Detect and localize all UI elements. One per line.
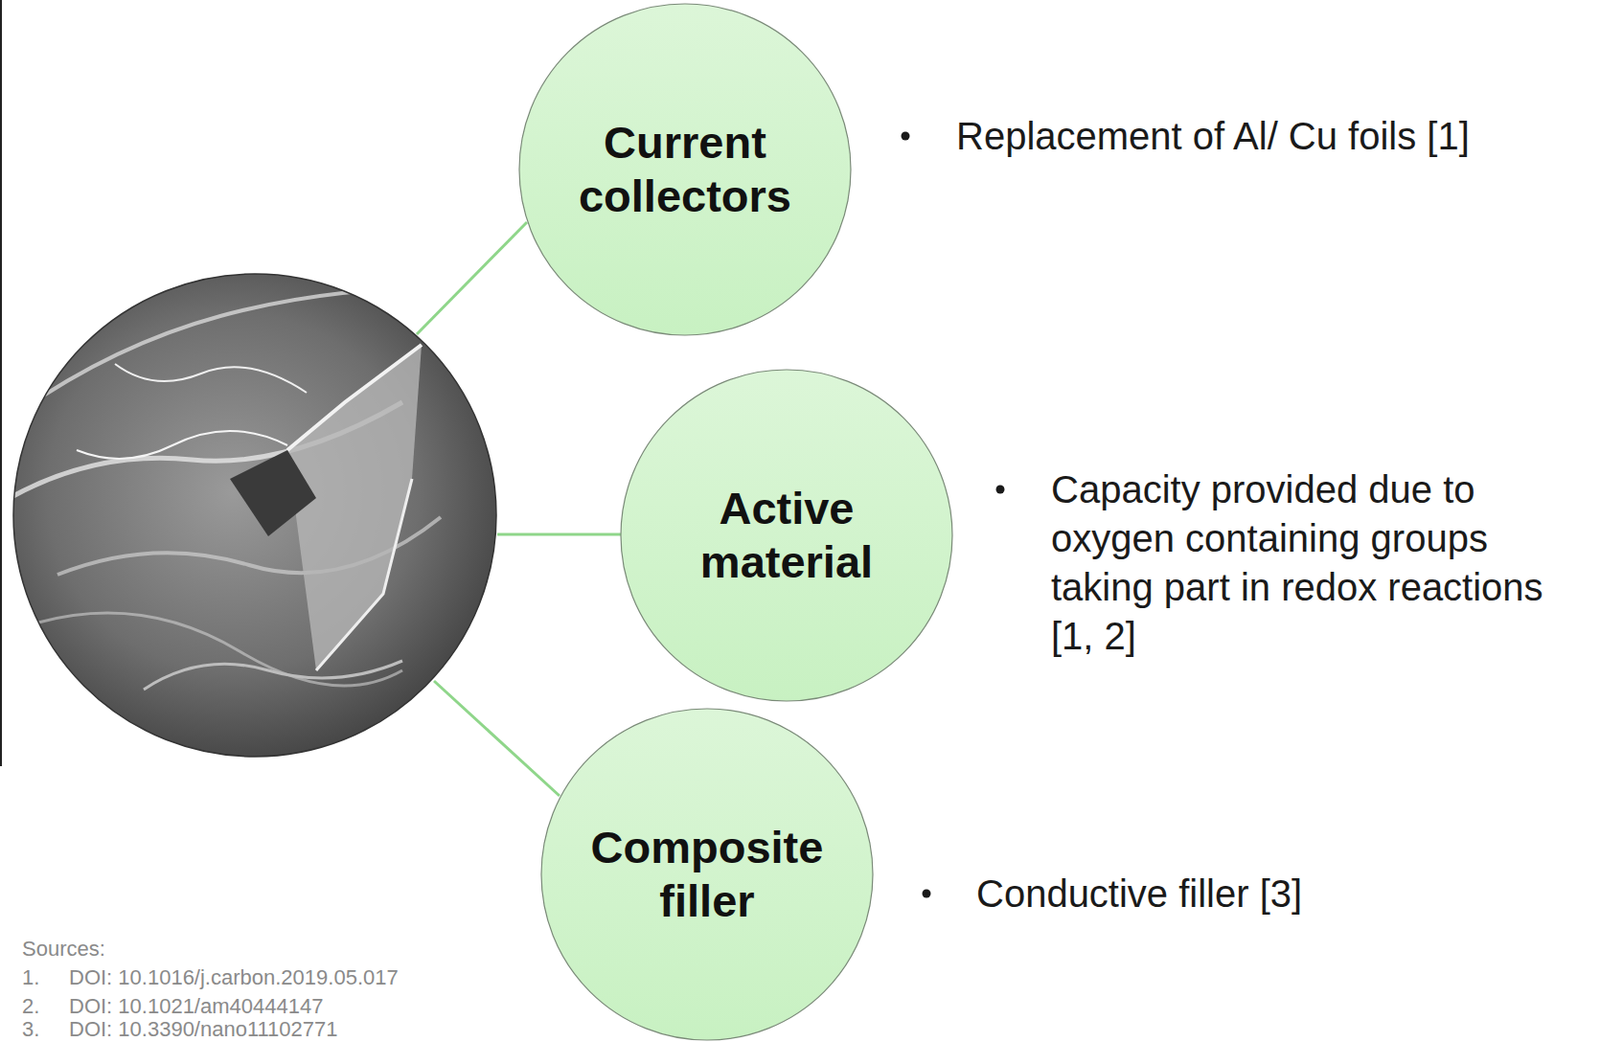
source-note: Sources: (22, 937, 310, 962)
source-note: DOI: 10.1016/j.carbon.2019.05.017 (68, 965, 529, 991)
circle-outline (518, 2, 852, 337)
bullet-dot (996, 485, 1006, 495)
node-title: Active material (651, 481, 922, 590)
source-note: DOI: 10.3390/nano11102771 (68, 1017, 529, 1042)
source-note: 2. (22, 994, 61, 1020)
node-title: Current collectors (549, 115, 821, 224)
bullet-dot (922, 890, 932, 899)
sem-image (0, 268, 518, 767)
source-note: DOI: 10.1021/am40444147 (68, 994, 529, 1020)
node-title: Composite filler (571, 821, 843, 929)
source-note: 3. (22, 1017, 61, 1042)
circle-outline (540, 708, 874, 1042)
edge-bar (0, 0, 2, 767)
bullet-text: Capacity provided due to oxygen containi… (1051, 465, 1593, 662)
source-note: 1. (22, 965, 61, 991)
bullet-dot (901, 132, 911, 141)
leader-line (497, 533, 621, 537)
circle-node: Active material (619, 368, 954, 703)
bullet-text: Replacement of Al/ Cu foils [1] (956, 112, 1589, 161)
leader-line (434, 681, 560, 797)
leader-line (416, 222, 527, 335)
circle-node: Composite filler (540, 708, 874, 1042)
circle-outline (619, 368, 954, 703)
circle-node: Current collectors (518, 2, 852, 337)
bullet-text: Conductive filler [3] (976, 869, 1552, 919)
